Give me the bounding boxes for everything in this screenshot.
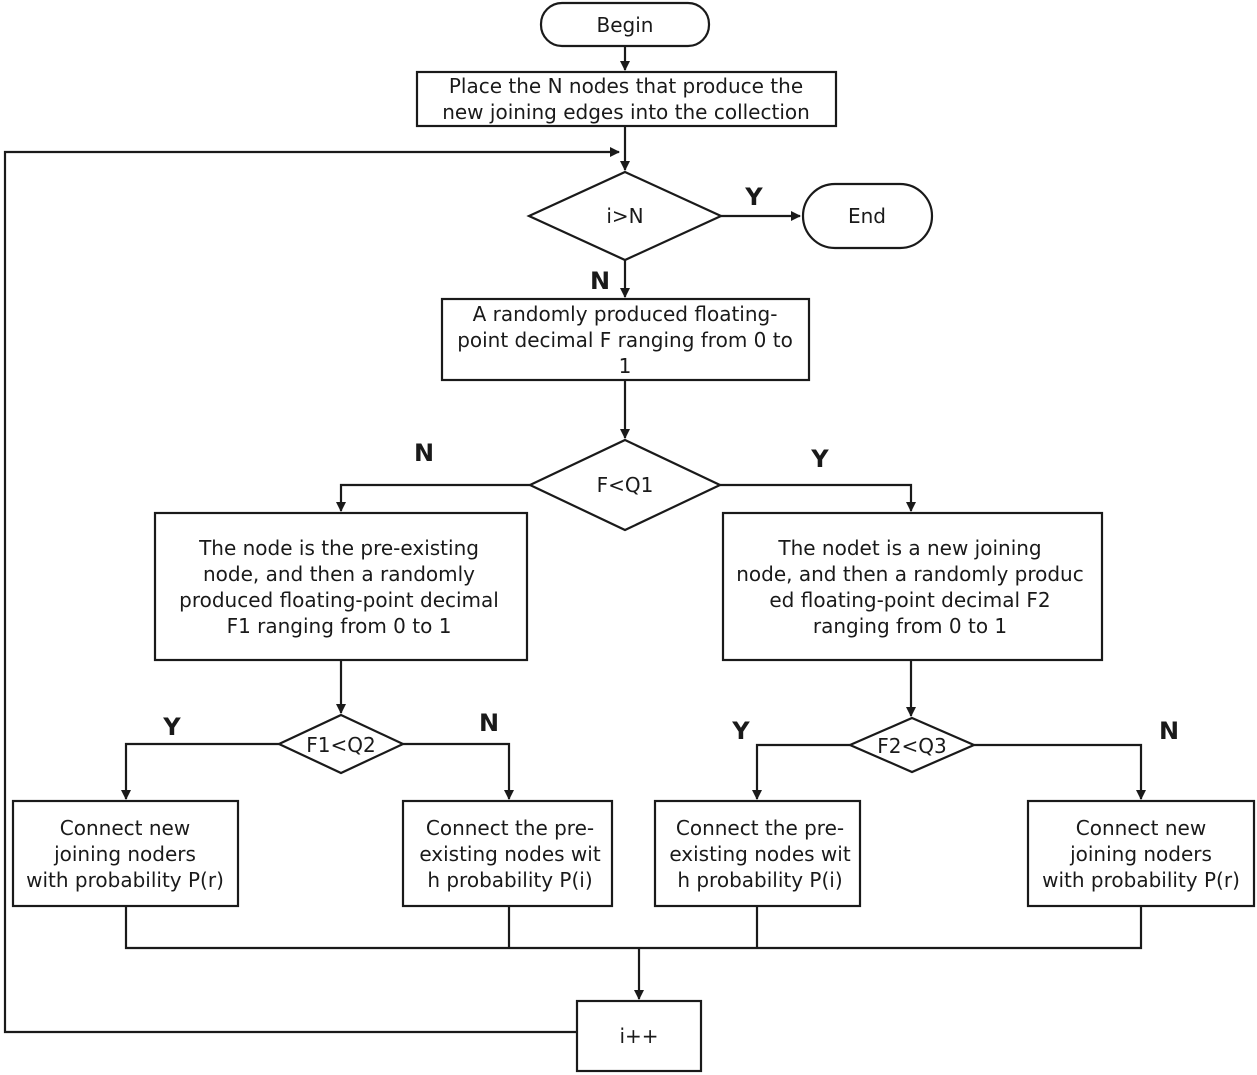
cond-f1-q2-diamond: [276, 713, 406, 775]
cond-f1-q2-yes-label: Y: [162, 713, 181, 741]
label-line: h probability P(i): [427, 868, 592, 892]
label-line: existing nodes wit: [669, 842, 850, 866]
end-terminator: [801, 182, 934, 250]
label-line: Connect new: [1076, 816, 1206, 840]
increment-label: i++: [619, 1024, 658, 1048]
cond-f-q1-diamond: [527, 438, 723, 532]
edge-fq2-no: [403, 742, 514, 800]
new-joining-node-box: [721, 511, 1104, 662]
label-line: with probability P(r): [26, 868, 224, 892]
edge-labels: Y N N Y Y N Y N: [162, 183, 1179, 745]
edge-fq1-yes: [720, 483, 916, 512]
cond-i-n-label: i>N: [606, 204, 643, 228]
cond-i-n-diamond: [526, 170, 724, 262]
cond-f-q1-yes-label: Y: [810, 445, 829, 473]
label-line: h probability P(i): [677, 868, 842, 892]
cond-f2-q3-diamond: [847, 716, 977, 774]
place-nodes-box: [415, 70, 838, 128]
cond-f2-q3-label: F2<Q3: [877, 734, 946, 758]
cond-f1-q2-label: F1<Q2: [306, 733, 375, 757]
cond-f1-q2-no-label: N: [479, 709, 499, 737]
label-line: node, and then a randomly produc: [736, 562, 1083, 586]
increment-box: [575, 999, 703, 1073]
label-line: Connect new: [60, 816, 190, 840]
random-f-box: [440, 297, 811, 382]
label-line: Connect the pre-: [426, 816, 594, 840]
label-line: existing nodes wit: [419, 842, 600, 866]
cond-f2-q3-no-label: N: [1159, 717, 1179, 745]
label-line: produced floating-point decimal: [179, 588, 499, 612]
cond-f-q1-label: F<Q1: [597, 473, 654, 497]
edge-fq1-no: [336, 483, 530, 512]
node-labels: Begin Place the N nodes that produce the…: [26, 13, 1240, 1048]
cond-i-n-no-label: N: [590, 267, 610, 295]
connectors: [3, 46, 1146, 1034]
cond-f-q1-no-label: N: [414, 439, 434, 467]
pre-existing-node-box: [153, 511, 529, 662]
label-line: The nodet is a new joining: [777, 536, 1041, 560]
label-line: 1: [619, 354, 632, 378]
edge-merge-bar: [124, 906, 1143, 950]
connect-pre-right-box: [653, 799, 862, 908]
edge-fq3-no: [974, 743, 1146, 800]
connect-new-left-box: [11, 799, 240, 908]
label-line: Connect the pre-: [676, 816, 844, 840]
label-line: F<Q1: [597, 473, 654, 497]
label-line: A randomly produced floating-: [473, 302, 778, 326]
label-line: new joining edges into the collection: [442, 100, 810, 124]
edge-fq2-yes: [121, 742, 279, 800]
begin-terminator: [539, 1, 711, 48]
label-line: The node is the pre-existing: [198, 536, 479, 560]
connect-pre-left-box: [401, 799, 614, 908]
label-line: ranging from 0 to 1: [813, 614, 1007, 638]
cond-i-n-yes-label: Y: [744, 183, 763, 211]
label-line: F1<Q2: [306, 733, 375, 757]
edge-loop-back: [3, 147, 620, 1034]
edge-fq3-yes: [752, 743, 850, 800]
label-line: F2<Q3: [877, 734, 946, 758]
shapes: [11, 1, 1256, 1073]
label-line: Place the N nodes that produce the: [449, 74, 803, 98]
label-line: F1 ranging from 0 to 1: [227, 614, 452, 638]
cond-f2-q3-yes-label: Y: [731, 717, 750, 745]
label-line: point decimal F ranging from 0 to: [457, 328, 793, 352]
label-line: End: [848, 204, 886, 228]
begin-label: Begin: [597, 13, 654, 37]
label-line: with probability P(r): [1042, 868, 1240, 892]
label-line: joining noders: [1069, 842, 1212, 866]
random-f-label: A randomly produced floating-point decim…: [457, 302, 793, 378]
connect-new-right-box: [1026, 799, 1256, 908]
label-line: joining noders: [53, 842, 196, 866]
label-line: Begin: [597, 13, 654, 37]
label-line: i++: [619, 1024, 658, 1048]
end-label: End: [848, 204, 886, 228]
label-line: ed floating-point decimal F2: [769, 588, 1050, 612]
label-line: node, and then a randomly: [203, 562, 475, 586]
label-line: i>N: [606, 204, 643, 228]
